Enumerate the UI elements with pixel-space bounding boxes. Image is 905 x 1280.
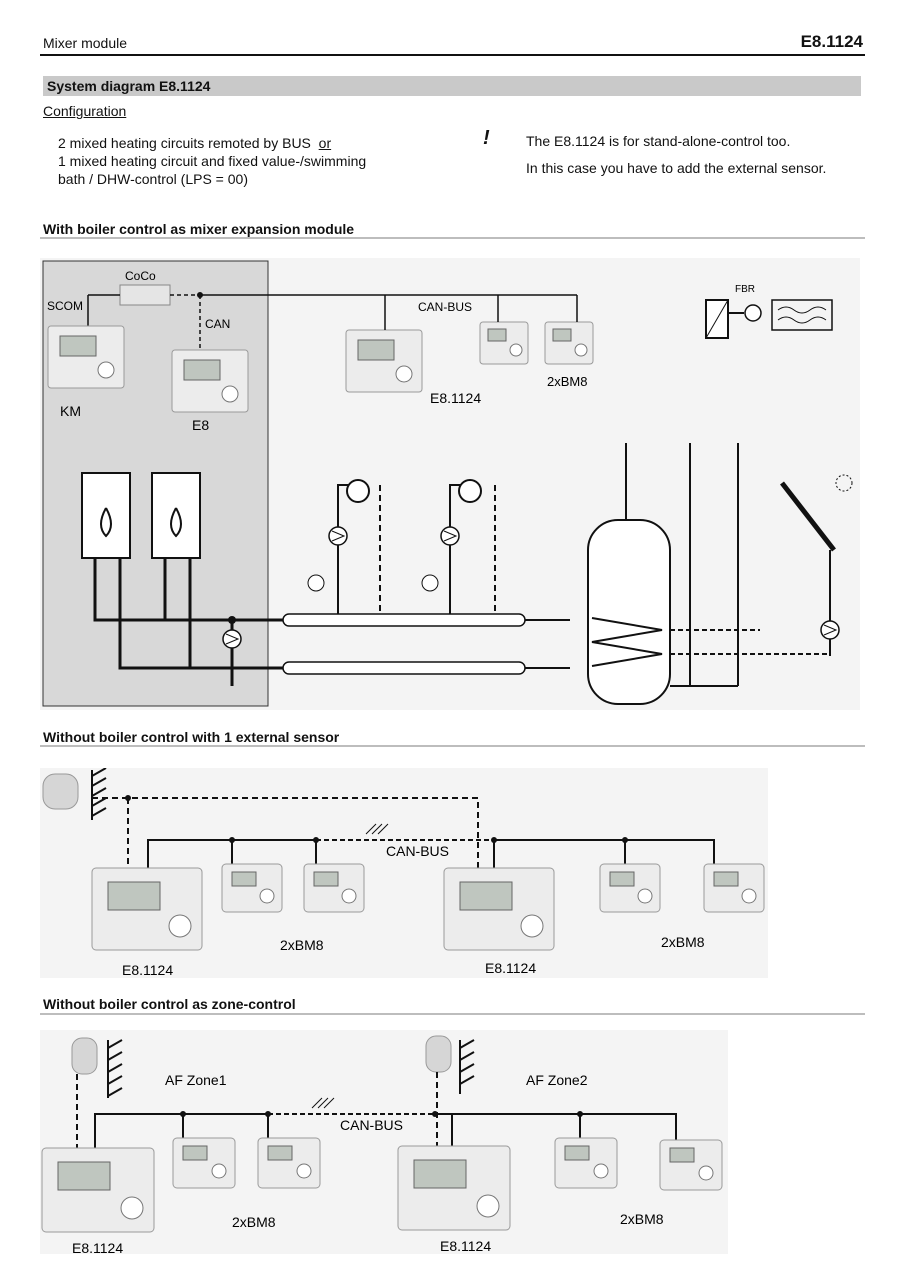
document-code: E8.1124 <box>800 32 863 51</box>
config-line3: bath / DHW-control (LPS = 00) <box>58 171 248 187</box>
config-line1: 2 mixed heating circuits remoted by BUS <box>58 135 311 151</box>
e8-1124-right-2 <box>443 867 555 951</box>
section2-title: Without boiler control with 1 external s… <box>43 729 340 745</box>
zone1-sensor <box>71 1037 98 1075</box>
section2-rule <box>40 745 865 747</box>
bm8-2a <box>221 863 283 913</box>
fbr-label: FBR <box>735 284 755 295</box>
bm8-left-label-2: 2xBM8 <box>280 937 324 953</box>
configuration-heading: Configuration <box>43 103 127 119</box>
zone2-label: AF Zone2 <box>526 1072 588 1088</box>
bm8-3d <box>659 1139 723 1191</box>
e8-1124-module <box>345 329 423 393</box>
system-title: System diagram E8.1124 <box>47 78 211 94</box>
storage-tank <box>587 519 671 705</box>
module-right-label-2: E8.1124 <box>485 960 536 976</box>
bm8-right-label-3: 2xBM8 <box>620 1211 664 1227</box>
boiler-2 <box>151 472 201 559</box>
bm8-label-1: 2xBM8 <box>547 374 587 389</box>
canbus-label-2: CAN-BUS <box>386 843 449 859</box>
bm8-3c <box>554 1137 618 1189</box>
external-sensor <box>42 773 79 810</box>
coco-label: CoCo <box>125 269 156 283</box>
e8-label: E8 <box>192 417 209 433</box>
zone-control-diagram: AF Zone1 AF Zone2 CAN-BUS E8.1124 2xBM8 … <box>40 1030 728 1256</box>
system-title-bar <box>43 76 861 96</box>
bm8-2c <box>599 863 661 913</box>
bm8-unit-b <box>544 321 594 365</box>
module-left-label-2: E8.1124 <box>122 962 173 978</box>
zone1-label: AF Zone1 <box>165 1072 227 1088</box>
configuration-text: 2 mixed heating circuits remoted by BUS … <box>58 134 438 188</box>
can-label: CAN <box>205 317 230 331</box>
note-line1: The E8.1124 is for stand-alone-control t… <box>526 133 791 149</box>
module-right-label-3: E8.1124 <box>440 1238 491 1254</box>
bm8-3b <box>257 1137 321 1189</box>
bm8-unit-a <box>479 321 529 365</box>
bm8-2d <box>703 863 765 913</box>
bm8-right-label-2: 2xBM8 <box>661 934 705 950</box>
section1-title: With boiler control as mixer expansion m… <box>43 221 355 237</box>
e8-controller <box>171 349 249 413</box>
header-rule <box>40 54 865 56</box>
module-label-1: E8.1124 <box>430 390 481 406</box>
e8-1124-left-3 <box>41 1147 155 1233</box>
km-controller <box>47 325 125 389</box>
bm8-3a <box>172 1137 236 1189</box>
config-line2: 1 mixed heating circuit and fixed value-… <box>58 153 367 169</box>
note-mark: ! <box>483 127 490 149</box>
canbus-label-1: CAN-BUS <box>418 300 472 314</box>
canbus-label-3: CAN-BUS <box>340 1117 403 1133</box>
section3-rule <box>40 1013 865 1015</box>
km-label: KM <box>60 403 81 419</box>
bm8-2b <box>303 863 365 913</box>
header-title: Mixer module <box>43 35 128 51</box>
section3-title: Without boiler control as zone-control <box>43 996 296 1012</box>
e8-1124-right-3 <box>397 1145 511 1231</box>
boiler-system-diagram: CoCo SCOM CAN CAN-BUS KM E8 E8.1124 2xBM… <box>40 258 860 710</box>
note-line2: In this case you have to add the externa… <box>526 160 827 176</box>
section1-rule <box>40 237 865 239</box>
e8-1124-left-2 <box>91 867 203 951</box>
coco-device <box>119 284 171 306</box>
bm8-left-label-3: 2xBM8 <box>232 1214 276 1230</box>
external-sensor-diagram: CAN-BUS E8.1124 2xBM8 E8.1124 2xBM8 <box>40 768 768 978</box>
boiler-1 <box>81 472 131 559</box>
zone2-sensor <box>425 1035 452 1073</box>
scom-label: SCOM <box>47 299 83 313</box>
module-left-label-3: E8.1124 <box>72 1240 123 1256</box>
config-or: or <box>318 135 332 151</box>
